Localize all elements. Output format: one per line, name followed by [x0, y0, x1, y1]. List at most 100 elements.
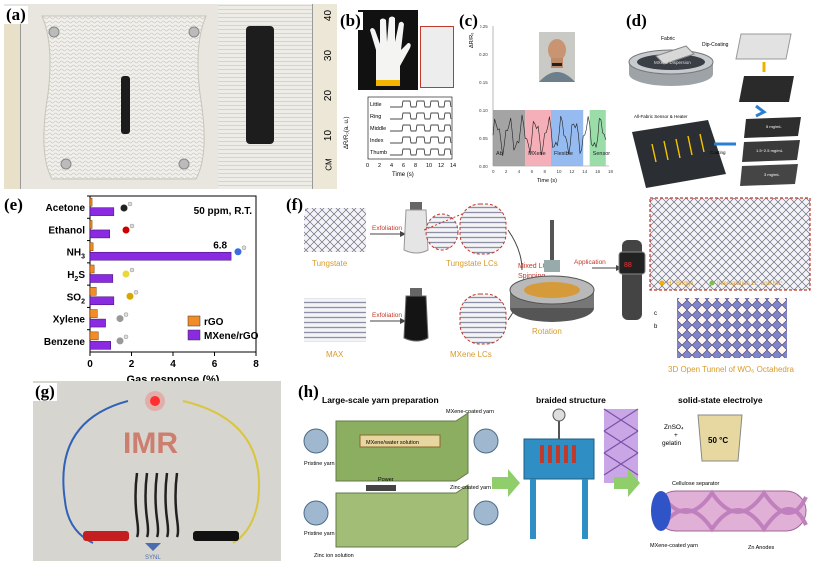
bar-mxene-rgo — [89, 318, 106, 328]
braided-battery-diagram: Large-scale yarn preparation braided str… — [303, 395, 808, 559]
molecule-icon — [116, 337, 124, 345]
x-tick-label: 2 — [505, 169, 508, 174]
x-tick-label: 0 — [492, 169, 495, 174]
svg-text:88: 88 — [624, 262, 632, 269]
panel-h: (h) Large-scale yarn preparation braided… — [296, 381, 816, 563]
x-tick-label: 2 — [378, 163, 381, 169]
atom-icon — [123, 334, 129, 340]
region-label: Flexible — [554, 151, 573, 157]
label-pristine-2: Pristine yarn — [304, 531, 335, 537]
ruler-left: /* placeholder */ — [4, 24, 21, 189]
bar-rgo — [89, 264, 95, 274]
label-mxene-lcs: MXene LCs — [450, 350, 492, 359]
y-axis-label: ΔR/R₀(a. u.) — [344, 116, 350, 149]
legend-swatch — [187, 315, 201, 327]
label-application: Application — [574, 259, 606, 266]
x-tick-label: 10 — [426, 163, 432, 169]
legend-intercalation: Intercalation Li⁺ and Na⁺ — [717, 280, 783, 287]
label-zn-anodes: Zn Anodes — [748, 545, 775, 551]
x-tick-label: 16 — [595, 169, 601, 174]
glove-image — [358, 10, 418, 90]
panel-d: (d) Fabric Dip-Coating MXene Dispersion … — [616, 4, 815, 189]
x-tick-label: 12 — [438, 163, 444, 169]
zoomed-fabric-image: 40 30 20 10 CM — [218, 4, 337, 189]
category-label: H2S — [67, 270, 85, 283]
y-tick-label: 0.10 — [479, 108, 488, 113]
label-solution: MXene/water solution — [366, 440, 419, 446]
molecule-icon — [122, 270, 130, 278]
panel-a: (a) /* placeholder */ 40 30 20 10 C — [4, 4, 337, 189]
data-label: 6.8 — [213, 241, 227, 252]
chart-frame — [89, 195, 257, 353]
spinning-diagram: Tungstate Exfoliation Tungstate LCs MAX … — [304, 197, 811, 374]
label-5mgml: 5 mg/mL — [766, 124, 782, 129]
atom-icon — [129, 223, 135, 229]
label-rotation: Rotation — [532, 327, 562, 336]
label-mxene-dispersion: MXene Dispersion — [654, 60, 691, 65]
panel-g-label: (g) — [33, 382, 57, 401]
label-1-5mgml: 1.5~2.5 mg/mL — [756, 148, 784, 153]
label-exfoliation-1: Exfoliation — [372, 225, 402, 232]
bar-mxene-rgo — [89, 274, 114, 283]
glove-zoom — [420, 26, 454, 88]
atom-icon — [123, 312, 129, 317]
synl-logo: SYNL — [145, 555, 161, 561]
bar-rgo — [89, 242, 94, 251]
atom-icon — [127, 201, 133, 207]
x-tick-label: 4 — [518, 169, 521, 174]
legend-h-bridge: H⁺ Bridge — [667, 280, 694, 287]
panel-f-label: (f) — [284, 195, 305, 214]
region-band — [493, 110, 526, 166]
finger-signal-line — [390, 112, 452, 120]
bar-mxene-rgo — [89, 207, 115, 216]
bar-mxene-rgo — [89, 251, 232, 261]
bar-rgo — [89, 220, 93, 229]
x-tick-label: 4 — [170, 359, 176, 370]
panel-b-label: (b) — [338, 11, 363, 30]
x-tick-label: 10 — [556, 169, 562, 174]
x-tick-label: 12 — [569, 169, 575, 174]
x-tick-label: 2 — [129, 359, 135, 370]
fabrication-diagram: Fabric Dip-Coating MXene Dispersion All-… — [628, 33, 801, 188]
bar-rgo — [89, 287, 97, 296]
panel-h-label: (h) — [296, 382, 321, 401]
legend-label: rGO — [204, 317, 224, 328]
finger-signal-line — [390, 136, 452, 144]
region-label: Sensor — [593, 151, 611, 157]
category-label: Ethanol — [48, 225, 85, 236]
y-tick-label: 0.05 — [479, 136, 488, 141]
panel-a-label: (a) — [4, 5, 28, 24]
label-max: MAX — [326, 350, 344, 359]
label-znso4: ZnSO₄ — [664, 424, 684, 431]
category-label: Benzene — [44, 337, 86, 348]
x-tick-label: 4 — [390, 163, 393, 169]
y-tick-label: 0.25 — [479, 24, 488, 29]
finger-label: Little — [370, 102, 382, 108]
legend-label: MXene/rGO — [204, 331, 259, 342]
label-all-fabric: All-Fabric Sensor & Heater — [634, 114, 688, 119]
x-tick-label: 8 — [544, 169, 547, 174]
panel-e-label: (e) — [2, 195, 25, 214]
finger-signal-line — [390, 124, 452, 132]
atom-icon — [133, 290, 139, 295]
title-electrolyte: solid-state electrolye — [678, 395, 763, 405]
x-axis-label: Time (s) — [537, 178, 557, 184]
molecule-icon — [122, 226, 130, 234]
label-exfoliation-2: Exfoliation — [372, 312, 402, 319]
finger-label: Index — [370, 138, 384, 144]
x-tick-label: 14 — [450, 163, 456, 169]
legend-swatch — [187, 329, 201, 341]
bar-rgo — [89, 197, 93, 207]
neck-photo — [539, 32, 575, 82]
label-mixed: Mixed LCs — [518, 263, 552, 270]
label-coating: Coating — [710, 150, 726, 155]
bar-mxene-rgo — [89, 229, 110, 239]
label-zinc-solution: Zinc ion solution — [314, 553, 354, 559]
category-label: NH3 — [67, 248, 85, 261]
finger-label: Ring — [370, 114, 381, 120]
label-wo6: 3D Open Tunnel of WO₆ Octahedra — [668, 365, 795, 374]
label-fabric: Fabric — [661, 36, 675, 42]
